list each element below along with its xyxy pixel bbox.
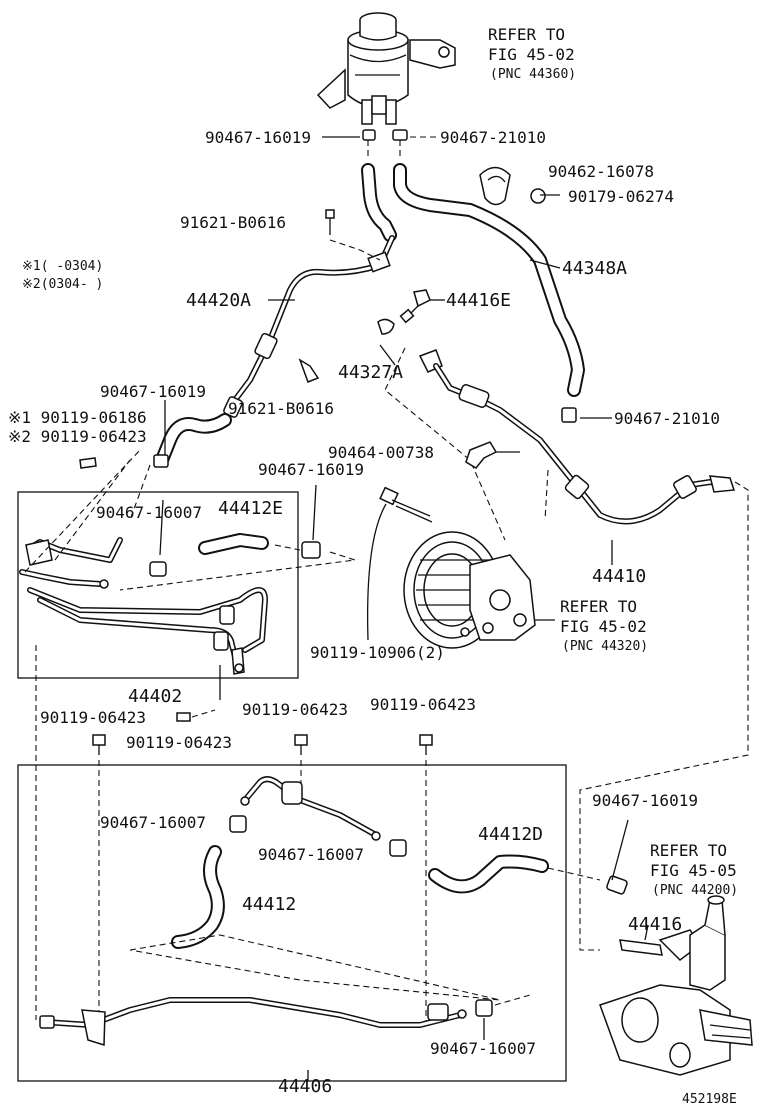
bolt-90119-06423-a xyxy=(92,734,106,755)
hose-44412 xyxy=(171,845,225,949)
clamp-top-right xyxy=(392,129,408,141)
clamp-90467-16007-box1 xyxy=(149,561,167,577)
part-number-90119-06423-c[interactable]: 90119-06423 xyxy=(370,695,476,714)
part-number-91621-b0616-top[interactable]: 91621-B0616 xyxy=(180,213,286,232)
part-number-90119-06423-d[interactable]: 90119-06423 xyxy=(126,733,232,752)
nut-90179-06274 xyxy=(530,188,546,204)
part-number-90119-06423-note[interactable]: ※2 90119-06423 xyxy=(8,427,147,446)
clamp-90467-16007-bottom xyxy=(475,999,493,1017)
label-refer-fig-45-02-top-line2: FIG 45-02 xyxy=(488,45,575,64)
hose-44412e xyxy=(198,533,269,555)
part-number-44416e[interactable]: 44416E xyxy=(446,290,511,311)
pressure-hose-44410 xyxy=(418,349,736,525)
part-number-90467-16007-bottom[interactable]: 90467-16007 xyxy=(430,1039,536,1058)
part-number-90179-06274[interactable]: 90179-06274 xyxy=(568,187,674,206)
part-number-91621-b0616-mid[interactable]: 91621-B0616 xyxy=(228,399,334,418)
label-refer-fig-45-02-top-line1: REFER TO xyxy=(488,25,565,44)
part-number-44410[interactable]: 44410 xyxy=(592,566,646,587)
bolt-90119-06423-d xyxy=(176,712,191,722)
part-number-90467-16007-box1[interactable]: 90467-16007 xyxy=(96,503,202,522)
clamp-90467-16007-box2a xyxy=(229,815,247,833)
union-bolt-44416e xyxy=(399,289,431,324)
part-number-44412[interactable]: 44412 xyxy=(242,894,296,915)
part-number-90119-06423-b[interactable]: 90119-06423 xyxy=(242,700,348,719)
part-number-90467-21010-top[interactable]: 90467-21010 xyxy=(440,128,546,147)
label-refer-fig-45-02-top-line3: (PNC 44360) xyxy=(490,67,576,82)
label-refer-fig-45-05-line3: (PNC 44200) xyxy=(652,883,738,898)
pipe-44420a xyxy=(222,235,395,423)
part-number-44420a[interactable]: 44420A xyxy=(186,290,251,311)
clamp-90467-16019-mid xyxy=(301,541,321,559)
label-refer-fig-45-05-line1: REFER TO xyxy=(650,841,727,860)
part-number-90467-16007-box2b[interactable]: 90467-16007 xyxy=(258,845,364,864)
power-steering-pump-drawing xyxy=(403,531,536,649)
reservoir-tank-drawing xyxy=(316,12,456,125)
hose-44348a xyxy=(393,163,585,397)
label-refer-fig-45-05-line2: FIG 45-05 xyxy=(650,861,737,880)
hose-reservoir-supply xyxy=(361,163,397,242)
part-number-44412d[interactable]: 44412D xyxy=(478,824,543,845)
part-number-44416[interactable]: 44416 xyxy=(628,914,682,935)
clamp-90467-21010-right xyxy=(561,407,577,423)
part-number-44327a[interactable]: 44327A xyxy=(338,362,403,383)
part-number-44402[interactable]: 44402 xyxy=(128,686,182,707)
bolt-91621-b0616-top xyxy=(325,209,381,261)
bolt-91621-b0616-mid xyxy=(298,358,320,383)
note-1: ※1( -0304) xyxy=(22,259,103,274)
clamp-top-left xyxy=(362,129,376,141)
figure-id: 452198E xyxy=(682,1092,737,1107)
clamp-left-lower xyxy=(153,454,169,468)
label-refer-fig-45-02-mid-line1: REFER TO xyxy=(560,597,637,616)
bolt-90119-06423-b xyxy=(294,734,308,755)
assembly-box-44406 xyxy=(17,764,567,1082)
pipe-box2-bottom xyxy=(39,997,467,1047)
steering-gear-drawing xyxy=(599,875,753,1076)
assembly-box-44402 xyxy=(17,491,299,679)
part-number-44406[interactable]: 44406 xyxy=(278,1076,332,1097)
bolt-90119-10906 xyxy=(367,486,433,641)
clamp-90467-16007-box2b xyxy=(389,839,407,857)
clamp-90462-16078-drawing xyxy=(479,166,511,206)
hose-44412d xyxy=(428,854,549,894)
pipe-assembly-44402 xyxy=(19,537,268,675)
pipe-box2-top xyxy=(240,776,381,841)
part-number-90119-06186[interactable]: ※1 90119-06186 xyxy=(8,408,147,427)
bolt-90119-note xyxy=(79,457,97,469)
part-number-44348a[interactable]: 44348A xyxy=(562,258,627,279)
part-number-90467-16019-mid[interactable]: 90467-16019 xyxy=(258,460,364,479)
clamp-90464-00738 xyxy=(465,441,498,469)
part-number-90464-00738[interactable]: 90464-00738 xyxy=(328,443,434,462)
part-number-90119-06423-a[interactable]: 90119-06423 xyxy=(40,708,146,727)
part-number-44412e[interactable]: 44412E xyxy=(218,498,283,519)
label-refer-fig-45-02-mid-line3: (PNC 44320) xyxy=(562,639,648,654)
hose-left-lower xyxy=(155,413,232,467)
part-number-90467-16007-box2a[interactable]: 90467-16007 xyxy=(100,813,206,832)
part-number-90467-16019-left[interactable]: 90467-16019 xyxy=(100,382,206,401)
bolt-90119-06423-c xyxy=(419,734,433,755)
gasket-44327a xyxy=(377,318,395,335)
part-number-90467-16019-top[interactable]: 90467-16019 xyxy=(205,128,311,147)
part-number-90462-16078[interactable]: 90462-16078 xyxy=(548,162,654,181)
note-2: ※2(0304- ) xyxy=(22,277,103,292)
part-number-90119-10906[interactable]: 90119-10906(2) xyxy=(310,643,445,662)
part-number-90467-21010-right[interactable]: 90467-21010 xyxy=(614,409,720,428)
part-number-90467-16019-right[interactable]: 90467-16019 xyxy=(592,791,698,810)
label-refer-fig-45-02-mid-line2: FIG 45-02 xyxy=(560,617,647,636)
